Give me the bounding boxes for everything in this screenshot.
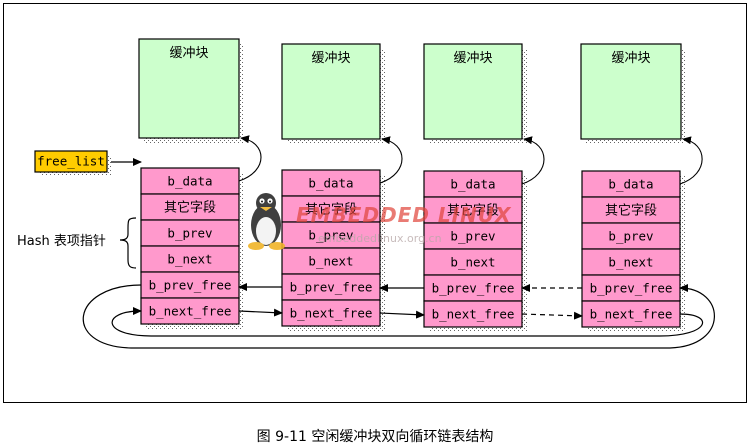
- buffer-block-label: 缓冲块: [453, 51, 492, 66]
- buffer-head-field: [281, 169, 381, 197]
- buffer-head-field-label: b_next_free: [432, 307, 515, 322]
- buffer-head-field-label: b_next: [167, 252, 212, 267]
- buffer-head-field: [281, 195, 381, 223]
- watermark-url: embeddedlinux.org.cn: [318, 232, 442, 245]
- hash-pointer-brace: Hash 表项指针: [17, 217, 137, 269]
- buffer-head-field: [140, 297, 240, 325]
- b-data-pointer-arrow: [379, 136, 403, 184]
- buffer-head-field: [423, 248, 523, 276]
- buffer-head-field-label: b_next: [608, 255, 653, 270]
- next-free-arrow: [521, 311, 583, 320]
- buffer-head-field-label: b_prev: [608, 229, 653, 244]
- buffer-head-field-label: b_next: [450, 255, 495, 270]
- buffer-head-field: [581, 222, 681, 250]
- buffer-head-field-label: b_data: [450, 177, 495, 192]
- b-data-pointer-arrow: [679, 136, 703, 185]
- buffer-head-field-label: b_next_free: [590, 307, 673, 322]
- buffer-head-field: [423, 300, 523, 328]
- watermark: EMBEDDED LINUX embeddedlinux.org.cn: [248, 193, 512, 250]
- buffer-head-field-label: b_prev_free: [290, 280, 373, 295]
- buffer-head-field: [281, 299, 381, 327]
- buffer-head-field: [281, 221, 381, 249]
- free-list-head: free_list: [34, 150, 111, 176]
- buffer-head-field-label: 其它字段: [164, 200, 216, 216]
- buffer-head-field-label: b_prev: [308, 228, 353, 243]
- buffer-head-field-label: b_next_free: [149, 304, 232, 319]
- buffer-head-field-label: b_prev: [450, 229, 495, 244]
- next-free-arrow: [238, 308, 283, 317]
- free-list-box: [34, 150, 108, 173]
- buffer-block: [138, 38, 240, 139]
- next-free-arrow: [379, 310, 425, 319]
- buffer-head-field-label: b_data: [167, 174, 212, 189]
- buffer-block-label: 缓冲块: [311, 51, 350, 66]
- buffer-head-field-label: b_prev: [167, 226, 212, 241]
- buffer-head-field-label: b_next_free: [290, 306, 373, 321]
- pointer-arrows: [82, 135, 715, 349]
- b-data-pointer-arrow: [238, 135, 262, 182]
- buffer-block-label: 缓冲块: [611, 51, 650, 66]
- buffer-head-field: [140, 219, 240, 247]
- wrap-prev-free-arrow: [82, 284, 715, 349]
- buffer-head-field: [140, 193, 240, 221]
- buffer-head-field-label: b_prev_free: [432, 281, 515, 296]
- buffer-head-field-label: b_next: [308, 254, 353, 269]
- buffer-head-field-label: b_prev_free: [590, 281, 673, 296]
- buffer-head-field: [140, 167, 240, 195]
- buffer-head-field: [423, 222, 523, 250]
- buffer-head-field-label: 其它字段: [605, 203, 657, 219]
- b-data-pointer-arrow: [521, 136, 545, 185]
- buffer-head-field-label: 其它字段: [305, 202, 357, 218]
- buffer-block: [423, 43, 523, 140]
- buffer-head-field-label: b_data: [608, 177, 653, 192]
- buffer-head-field: [140, 271, 240, 299]
- buffer-block: [281, 43, 381, 140]
- buffer-head-field: [581, 170, 681, 198]
- buffer-head-field-label: b_prev_free: [149, 278, 232, 293]
- buffer-head-tables: b_data 其它字段 b_prev b_next b_prev_free b_next_…: [140, 167, 681, 328]
- buffer-blocks: 缓冲块 缓冲块 缓冲块 缓冲块: [138, 38, 682, 140]
- tux-penguin-icon: [248, 193, 285, 250]
- figure-caption: 图 9-11 空闲缓冲块双向循环链表结构: [257, 429, 494, 444]
- buffer-block: [580, 43, 682, 140]
- free-list-label: free_list: [37, 154, 105, 169]
- hash-label: Hash 表项指针: [17, 234, 106, 249]
- buffer-head-field: [581, 300, 681, 328]
- wrap-next-free-arrow: [111, 307, 704, 337]
- buffer-block-label: 缓冲块: [169, 46, 208, 61]
- buffer-head-field-label: 其它字段: [447, 203, 499, 219]
- watermark-title: EMBEDDED LINUX: [296, 203, 512, 227]
- buffer-head-field-label: b_data: [308, 176, 353, 191]
- buffer-head-field: [140, 245, 240, 273]
